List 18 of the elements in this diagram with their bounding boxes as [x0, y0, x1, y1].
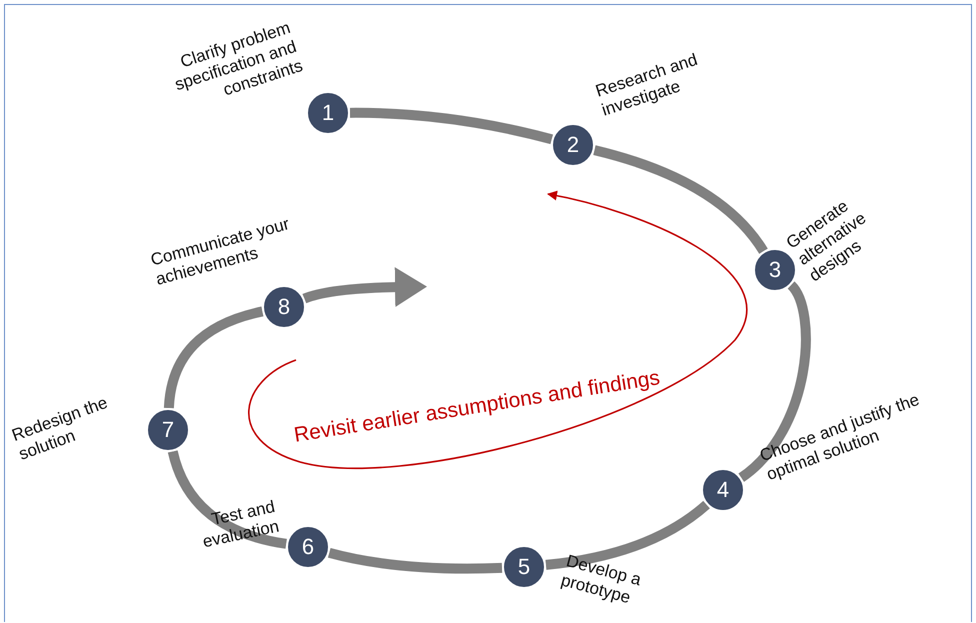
step-circle: 5 — [502, 545, 546, 589]
step-circle: 8 — [262, 285, 306, 329]
connector-line — [350, 108, 553, 144]
arrow — [302, 267, 427, 308]
connector-line — [593, 145, 768, 254]
connector-line — [328, 548, 502, 574]
connector-line — [738, 282, 811, 482]
step-circle: 1 — [306, 91, 350, 135]
step-circle: 2 — [551, 123, 595, 167]
step-label: Test and evaluation — [200, 497, 281, 554]
connector-line — [168, 450, 288, 549]
step-circle: 6 — [286, 525, 330, 569]
annotation-text: Revisit earlier assumptions and findings — [292, 366, 662, 448]
connector-line — [545, 500, 710, 570]
step-circle: 7 — [146, 408, 190, 452]
step-circle: 3 — [753, 248, 797, 292]
step-circle: 4 — [701, 468, 745, 512]
connector-line — [164, 306, 264, 408]
